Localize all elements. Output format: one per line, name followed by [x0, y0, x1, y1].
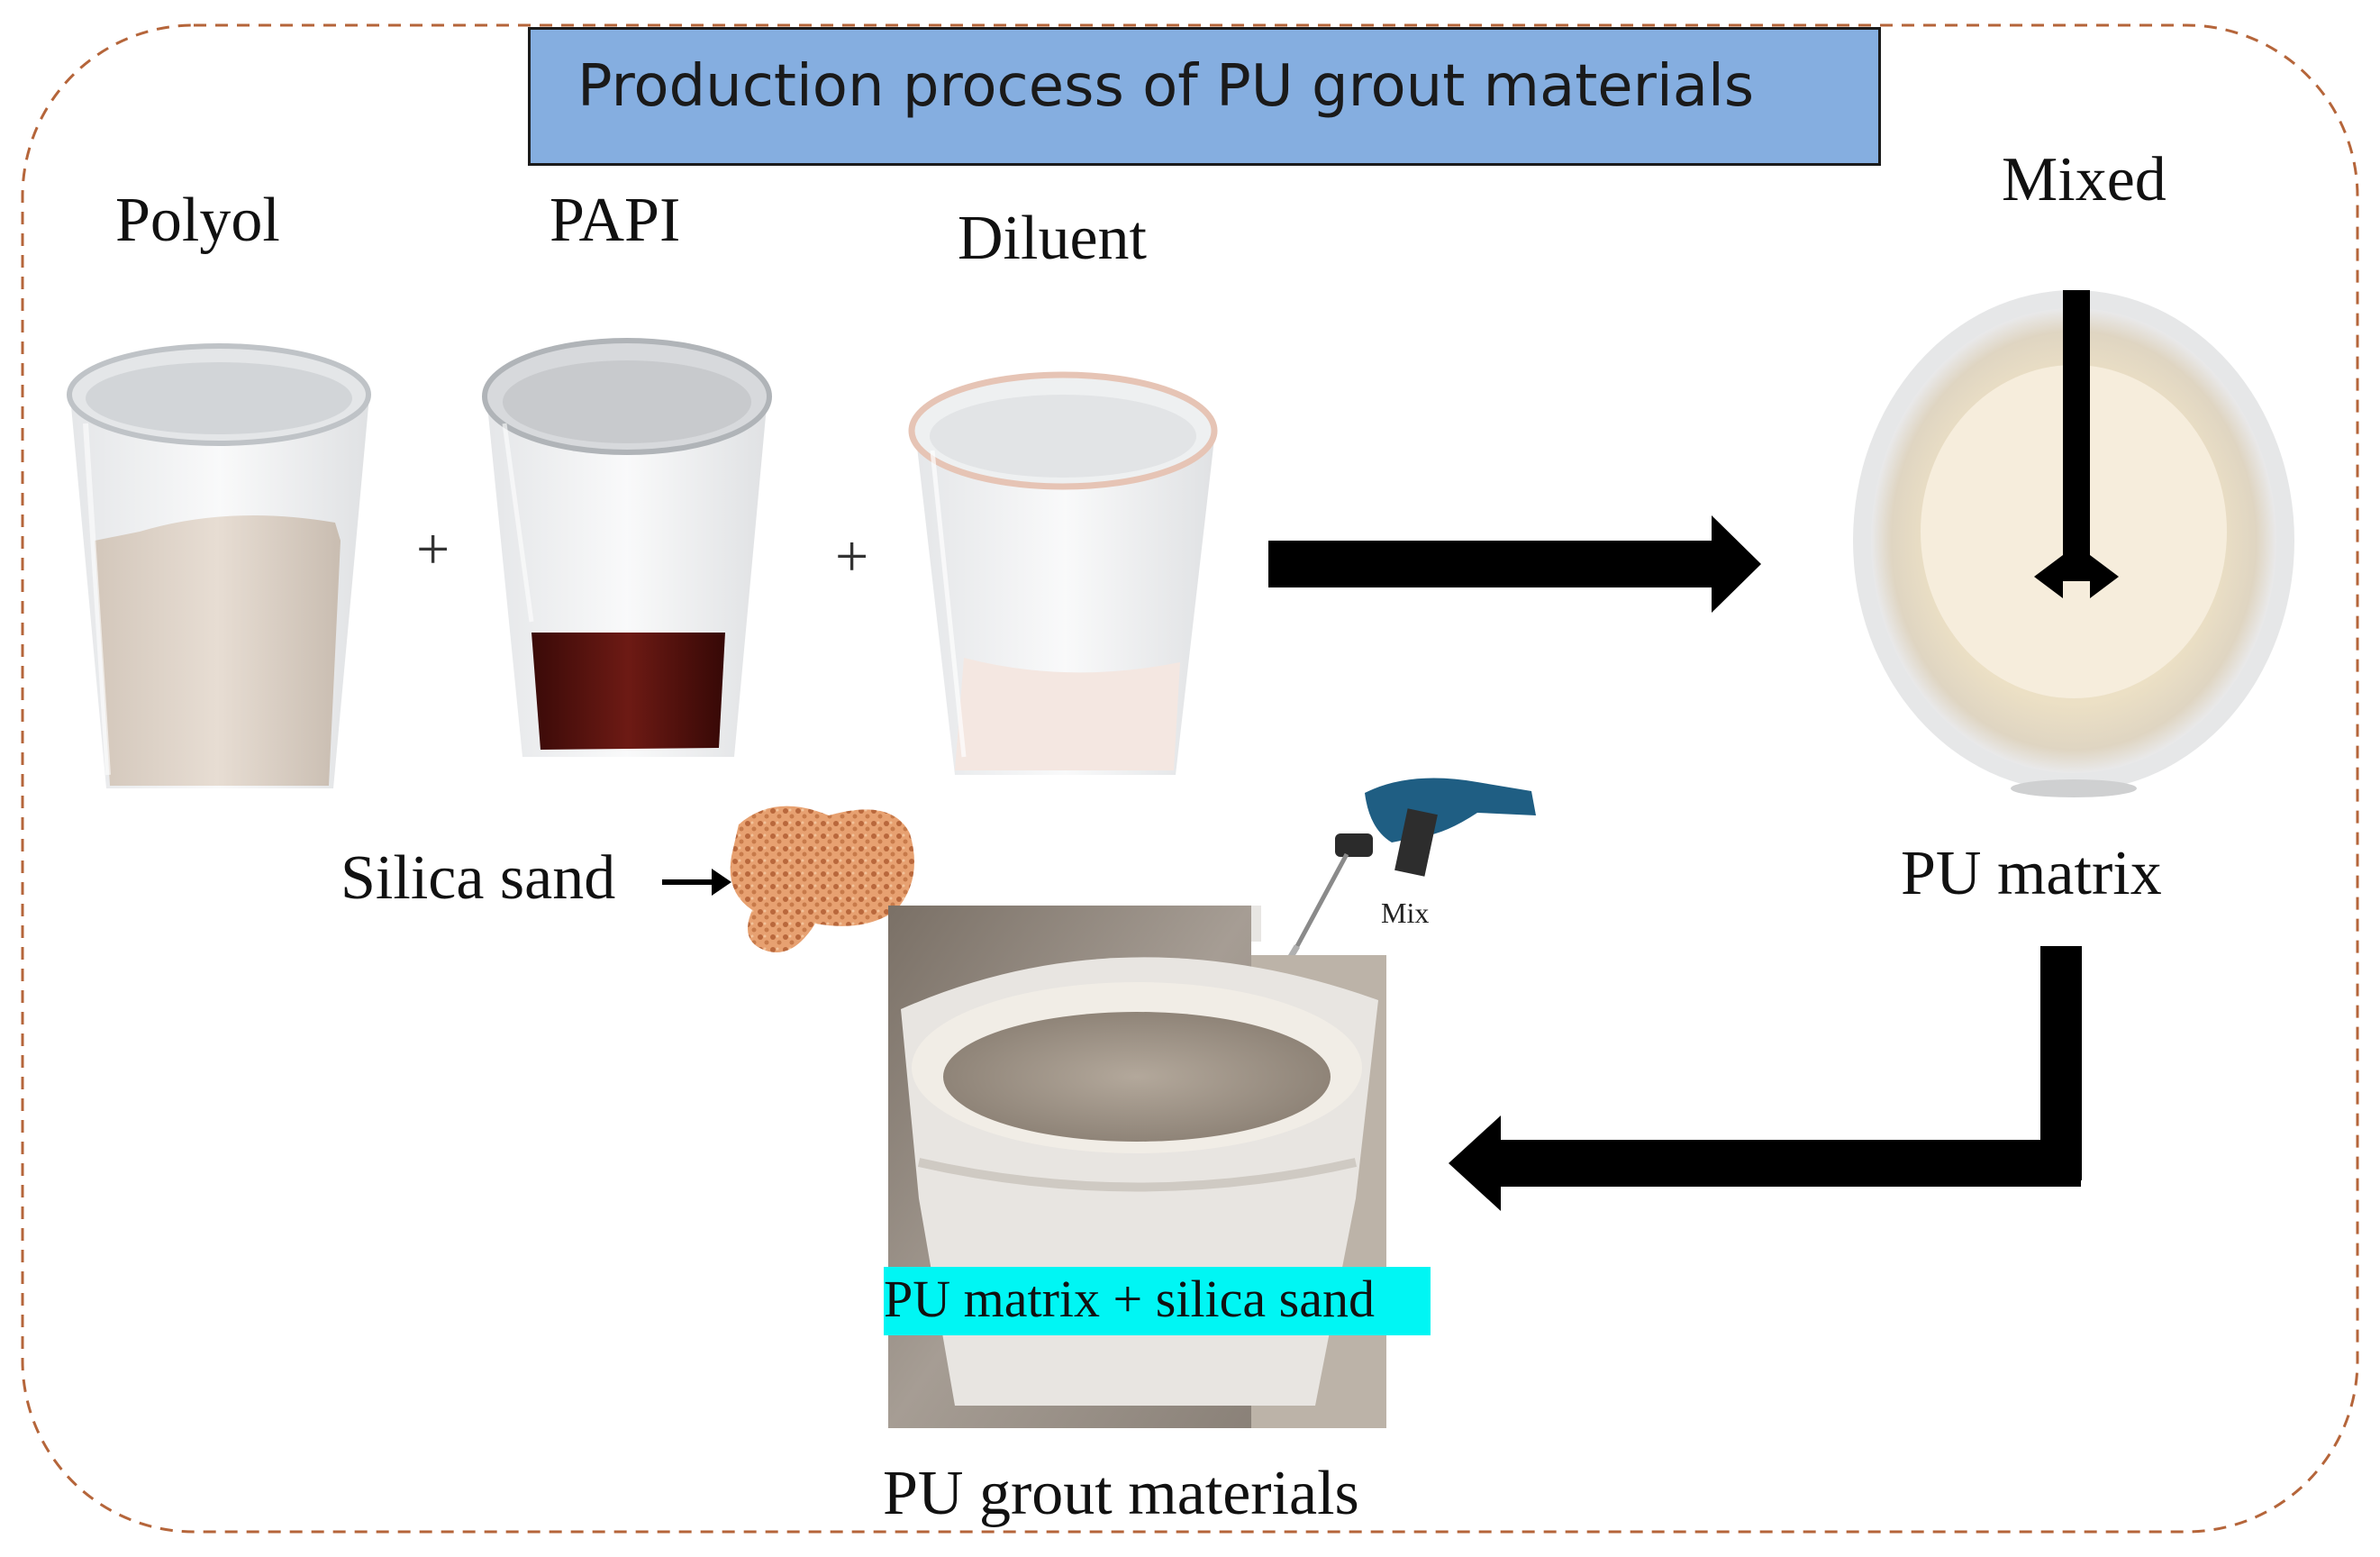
polyol-label: Polyol	[115, 186, 280, 255]
pu-matrix-silica-highlight: PU matrix + silica sand	[884, 1267, 1431, 1335]
title-box: Production process of PU grout materials	[528, 27, 1881, 166]
dashed-frame	[21, 23, 2359, 1534]
mixer-drill-image	[1280, 778, 1536, 970]
diagram-title: Production process of PU grout materials	[577, 53, 1755, 120]
papi-label: PAPI	[550, 186, 681, 255]
arrow-to-grout	[1449, 946, 2082, 1211]
pu-grout-label: PU grout materials	[883, 1459, 1359, 1528]
plus-sign-2: +	[835, 524, 869, 589]
pu-matrix-silica-label: PU matrix + silica sand	[884, 1270, 1375, 1328]
plus-sign-1: +	[416, 516, 450, 582]
diluent-cup-image	[908, 371, 1218, 775]
diluent-label: Diluent	[958, 204, 1147, 273]
arrow-to-mixed	[1268, 515, 1761, 613]
mixer-arrow	[2034, 290, 2119, 598]
silica-sand-arrow	[662, 869, 731, 896]
polyol-cup-image	[67, 343, 371, 788]
pu-matrix-label: PU matrix	[1901, 839, 2162, 908]
mixed-label: Mixed	[2002, 145, 2167, 214]
mix-label: Mix	[1381, 897, 1430, 929]
silica-sand-label: Silica sand	[341, 843, 616, 913]
pu-grout-photo	[888, 906, 1386, 1428]
silica-sand-image	[730, 806, 914, 952]
papi-cup-image	[482, 338, 772, 757]
